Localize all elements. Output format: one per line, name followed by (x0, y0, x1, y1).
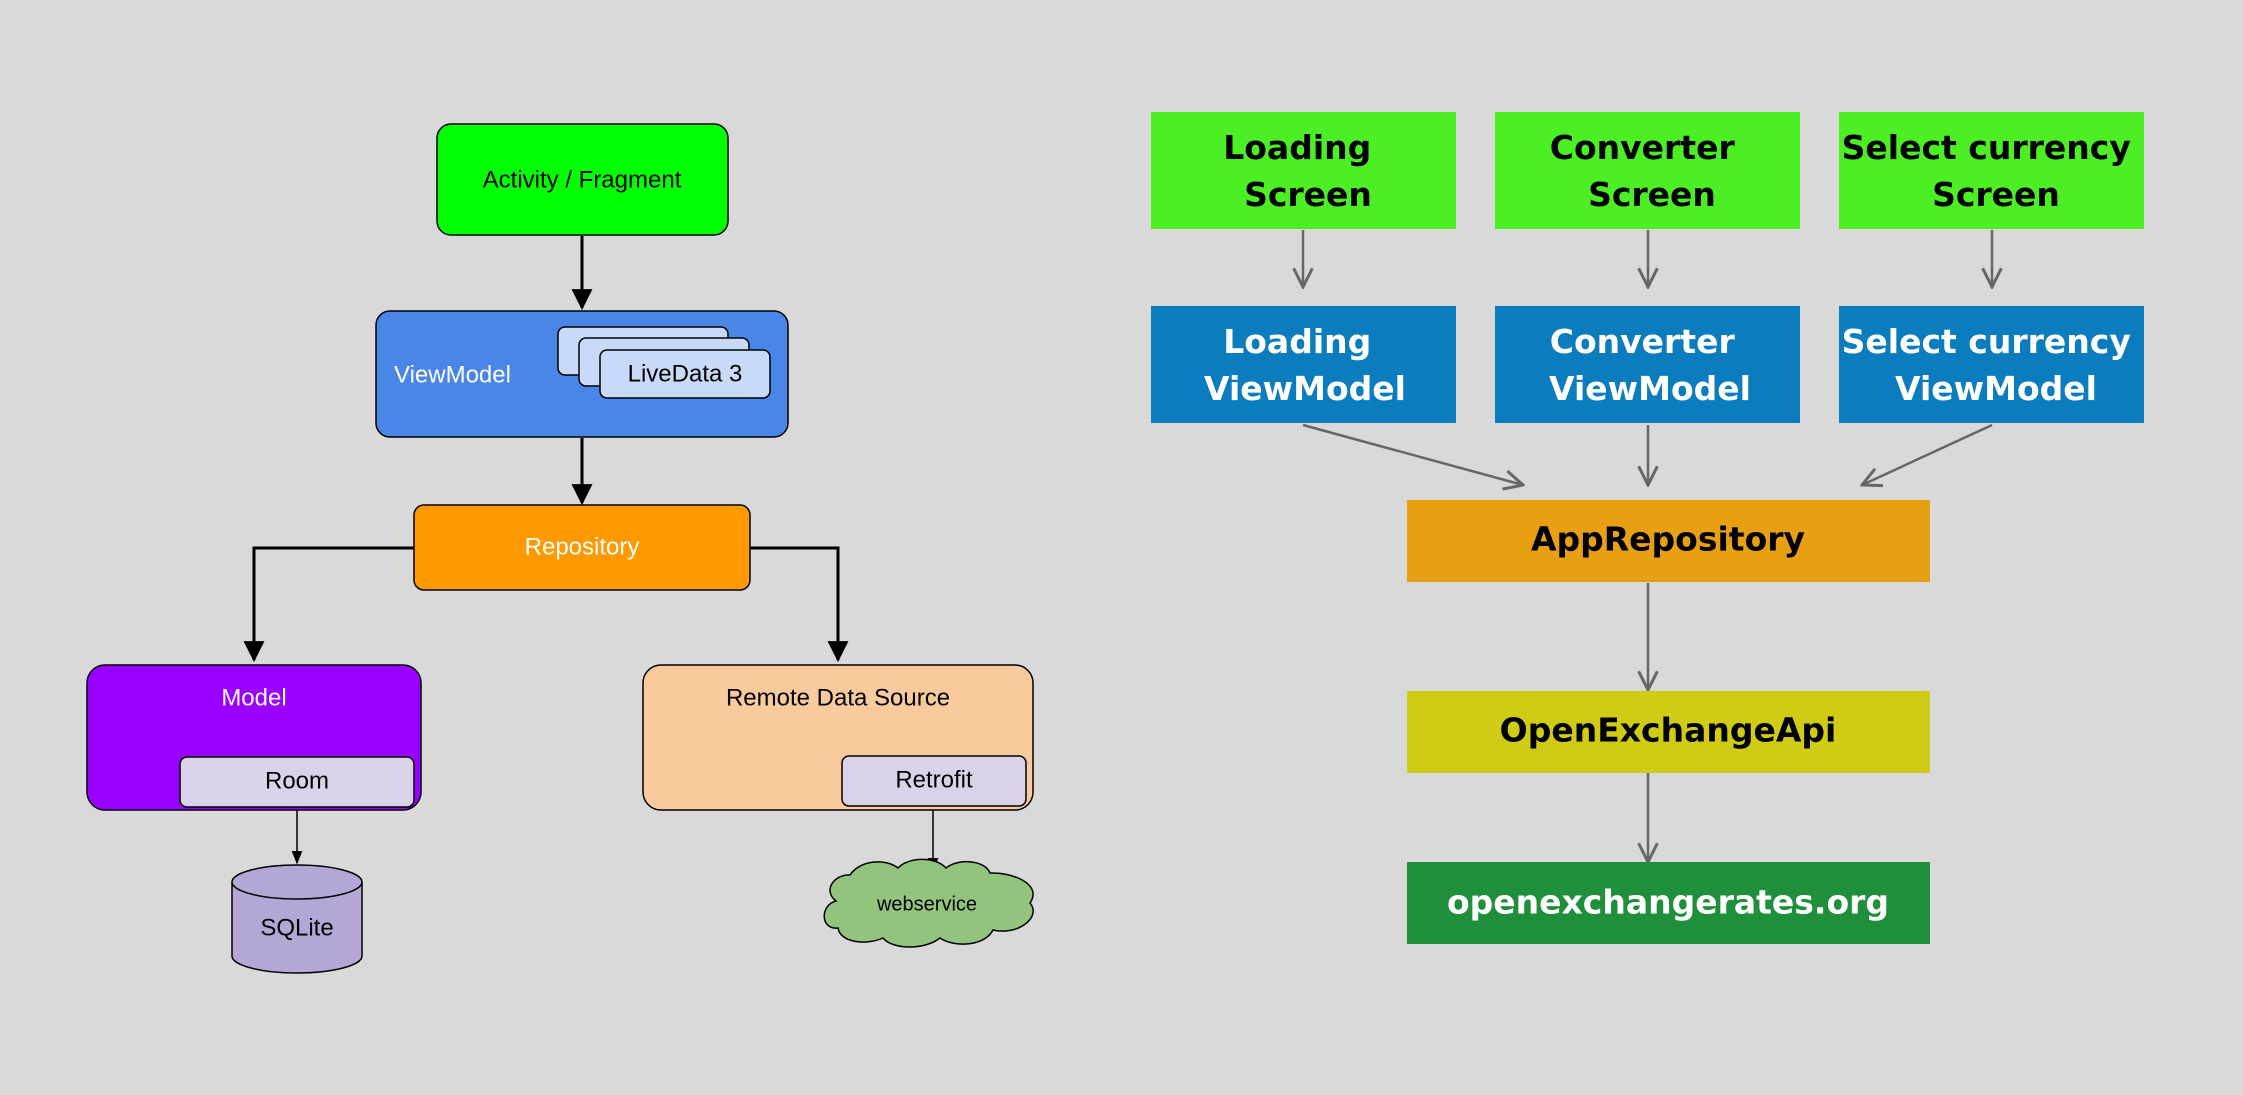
converter-viewmodel-node: Converter ViewModel (1495, 306, 1800, 423)
select-currency-viewmodel-box (1839, 306, 2144, 423)
sqlite-label: SQLite (260, 914, 333, 941)
select-currency-viewmodel-node: Select currency ViewModel (1839, 306, 2144, 423)
left-connectors (243, 236, 849, 663)
select-currency-screen-label: Select currency Screen (1842, 128, 2143, 214)
model-node: Model Room (86, 664, 422, 811)
repository-box (413, 504, 751, 591)
app-repository-box (1407, 500, 1930, 582)
select-currency-screen-node: Select currency Screen (1839, 112, 2144, 229)
app-repository-label: AppRepository (1531, 520, 1805, 559)
activity-fragment-label: Activity / Fragment (483, 166, 682, 193)
left-architecture: Activity / Fragment ViewModel LiveData 3… (86, 123, 1034, 974)
converter-screen-label-line1: Converter (1550, 128, 1736, 167)
arrow-repository-to-model (243, 546, 414, 663)
livedata-label: LiveData 3 (628, 360, 743, 387)
loading-viewmodel-node: Loading ViewModel (1151, 306, 1456, 423)
webservice-label: webservice (876, 893, 977, 915)
open-exchange-api-node: OpenExchangeApi (1407, 691, 1930, 773)
converter-screen-node: Converter Screen (1495, 112, 1800, 229)
select-currency-viewmodel-label-line1: Select currency (1842, 322, 2131, 361)
room-box (179, 756, 415, 808)
select-currency-screen-label-line1: Select currency (1842, 128, 2131, 167)
arrow-repository-to-remote (750, 546, 849, 663)
converter-viewmodel-box (1495, 306, 1800, 423)
openexchangerates-box (1407, 862, 1930, 944)
loading-screen-label-line2: Screen (1244, 175, 1372, 214)
converter-screen-box (1495, 112, 1800, 229)
viewmodel-label: ViewModel (394, 361, 511, 388)
retrofit-label: Retrofit (895, 766, 973, 793)
cloud-icon (823, 858, 1034, 948)
loading-screen-node: Loading Screen (1151, 112, 1456, 229)
select-currency-screen-box (1839, 112, 2144, 229)
room-label: Room (265, 767, 329, 794)
arrow-loading-vm-to-repo (1302, 423, 1523, 485)
retrofit-box (841, 755, 1027, 807)
converter-viewmodel-label: Converter ViewModel (1549, 322, 1751, 408)
sqlite-node: SQLite (231, 864, 363, 974)
loading-viewmodel-box (1151, 306, 1456, 423)
open-exchange-api-box (1407, 691, 1930, 773)
openexchangerates-node: openexchangerates.org (1407, 862, 1930, 944)
converter-viewmodel-label-line2: ViewModel (1549, 369, 1751, 408)
select-currency-viewmodel-label: Select currency ViewModel (1842, 322, 2143, 408)
livedata-card-front (599, 349, 771, 399)
loading-viewmodel-label: Loading ViewModel (1204, 322, 1406, 408)
converter-screen-label: Converter Screen (1550, 128, 1746, 214)
remote-data-source-label: Remote Data Source (726, 684, 950, 711)
loading-viewmodel-label-line2: ViewModel (1204, 369, 1406, 408)
openexchangerates-label: openexchangerates.org (1447, 883, 1889, 922)
converter-viewmodel-label-line1: Converter (1550, 322, 1736, 361)
repository-label: Repository (525, 533, 640, 560)
viewmodel-node: ViewModel LiveData 3 (375, 310, 789, 438)
database-cylinder-icon (231, 864, 363, 974)
right-connectors (1303, 230, 1992, 862)
loading-screen-box (1151, 112, 1456, 229)
loading-screen-label: Loading Screen (1223, 128, 1383, 214)
select-currency-screen-label-line2: Screen (1932, 175, 2060, 214)
webservice-node: webservice (823, 858, 1034, 948)
activity-fragment-node: Activity / Fragment (436, 123, 729, 236)
open-exchange-api-label: OpenExchangeApi (1500, 711, 1837, 750)
loading-screen-label-line1: Loading (1223, 128, 1371, 167)
activity-fragment-box (436, 123, 729, 236)
right-architecture: Loading Screen Converter Screen Select c… (1151, 112, 2144, 944)
loading-viewmodel-label-line1: Loading (1223, 322, 1371, 361)
converter-screen-label-line2: Screen (1588, 175, 1716, 214)
app-repository-node: AppRepository (1407, 500, 1930, 582)
repository-node: Repository (413, 504, 751, 591)
remote-data-source-node: Remote Data Source Retrofit (642, 664, 1034, 811)
arrow-select-vm-to-repo (1862, 423, 1993, 485)
model-label: Model (221, 684, 286, 711)
select-currency-viewmodel-label-line2: ViewModel (1895, 369, 2097, 408)
